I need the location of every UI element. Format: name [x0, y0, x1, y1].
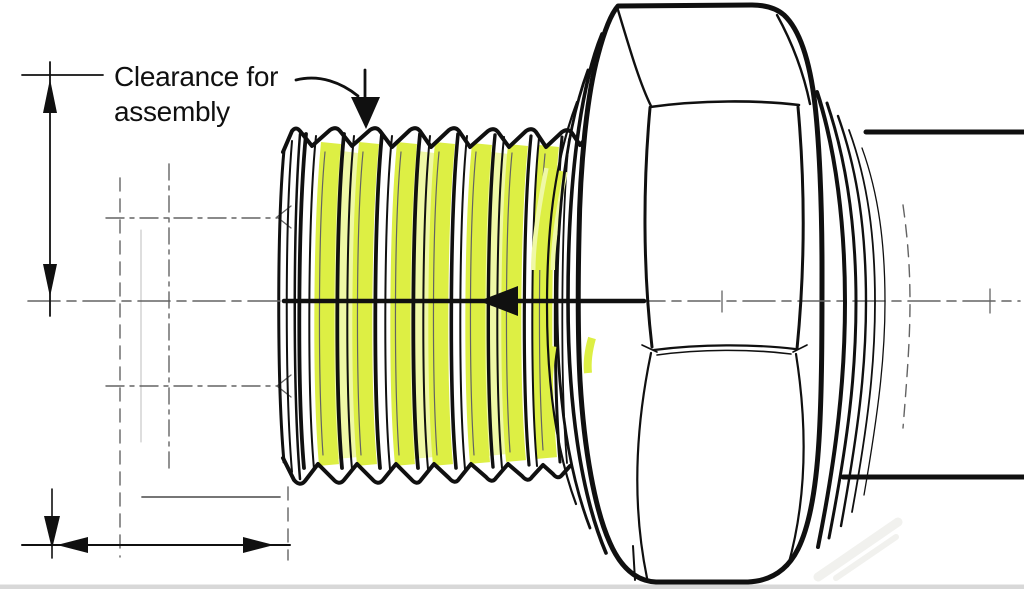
right-arrow-icon: [243, 537, 274, 553]
vertical-dimension: [21, 61, 104, 317]
clearance-label-line2: assembly: [114, 96, 230, 127]
left-arrow-icon: [57, 537, 88, 553]
thread-crest-top: [281, 126, 592, 154]
cylindrical-shank: [840, 129, 1024, 480]
hidden-reference-lines: [105, 163, 292, 558]
thread-crest-bottom: [281, 456, 572, 486]
clearance-callout: Clearance for assembly: [114, 61, 380, 129]
bottom-frame-bar: [0, 584, 1024, 589]
flange-collar: [815, 90, 911, 549]
clearance-label-line1: Clearance for: [114, 61, 278, 92]
down-arrow-icon: [43, 264, 57, 297]
thread-lead-in: [277, 132, 302, 481]
down-arrow-icon: [351, 97, 380, 129]
watermark-smudge: [813, 517, 903, 582]
left-arrow-icon: [479, 286, 518, 316]
down-arrow-icon: [44, 516, 60, 549]
leader-line: [294, 76, 360, 98]
assembly-direction-arrow: [281, 286, 647, 316]
washer-face-arcs: [531, 32, 608, 555]
hex-head: [575, 2, 825, 585]
hex-facet-lines: [616, 8, 812, 581]
up-arrow-icon: [43, 79, 57, 113]
horizontal-dimension: [21, 486, 291, 561]
